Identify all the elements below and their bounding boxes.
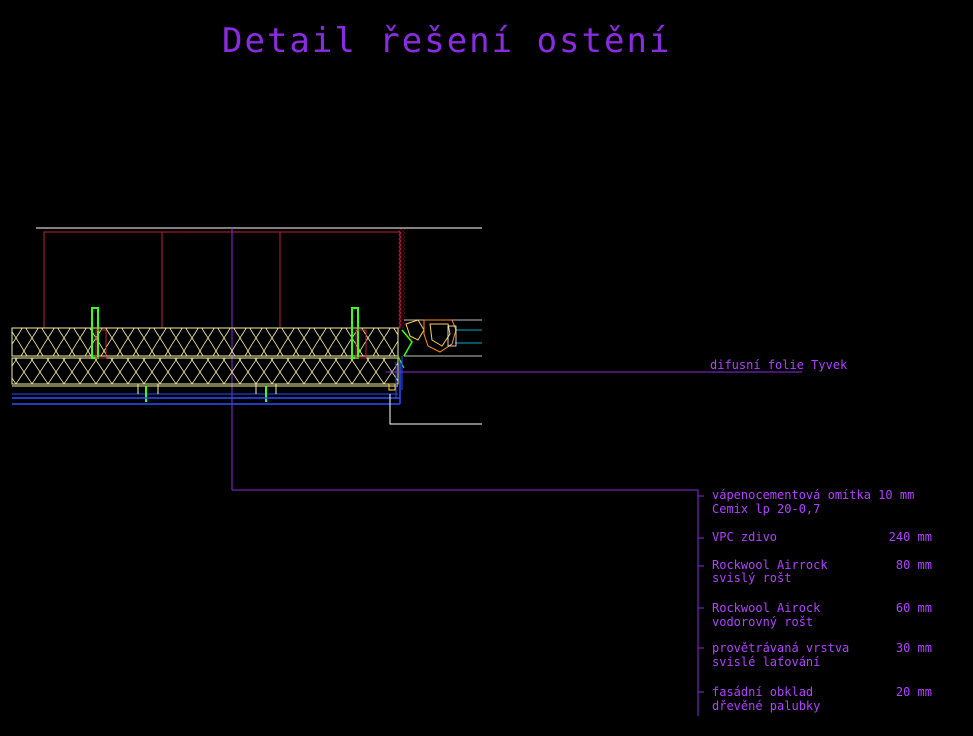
legend-leader [232, 489, 699, 716]
layer-4-thickness: 60 mm [896, 601, 932, 615]
drawing-title: Detail řešení ostění [222, 21, 671, 61]
layer-4-line1: Rockwool Airock [712, 601, 821, 615]
layer-3-thickness: 80 mm [896, 558, 932, 572]
insulation-layer-horizontal [11, 357, 399, 385]
layer-6-line1: fasádní obklad [712, 685, 813, 699]
layer-2-line1: VPC zdivo [712, 530, 777, 544]
layer-legend: vápenocementová omítka 10 mm Cemix lp 20… [712, 488, 932, 713]
legend-ticks [698, 495, 704, 693]
layer-6-line2: dřevěné palubky [712, 699, 820, 713]
layer-5-line2: svislé laťování [712, 655, 820, 669]
ventilated-layer [12, 384, 398, 402]
layer-2-thickness: 240 mm [889, 530, 932, 544]
layer-4-line2: vodorovný rošt [712, 615, 813, 629]
facade-cladding [12, 360, 401, 405]
window-frame [397, 319, 457, 369]
timber-studs [91, 307, 367, 359]
callout-diffusion-foil: difusní folie Tyvek [710, 358, 848, 372]
layer-1-line2: Cemix lp 20-0,7 [712, 502, 820, 516]
layer-3-line2: svislý rošt [712, 571, 791, 585]
layer-5-line1: provětrávaná vrstva [712, 641, 849, 655]
layer-6-thickness: 20 mm [896, 685, 932, 699]
layer-1-line1: vápenocementová omítka 10 mm [712, 488, 914, 502]
layer-5-thickness: 30 mm [896, 641, 932, 655]
insulation-layer-vertical [11, 327, 399, 357]
layer-3-line1: Rockwool Airrock [712, 558, 828, 572]
tyvek-membrane [386, 356, 802, 391]
reveal-plaster [398, 228, 405, 328]
